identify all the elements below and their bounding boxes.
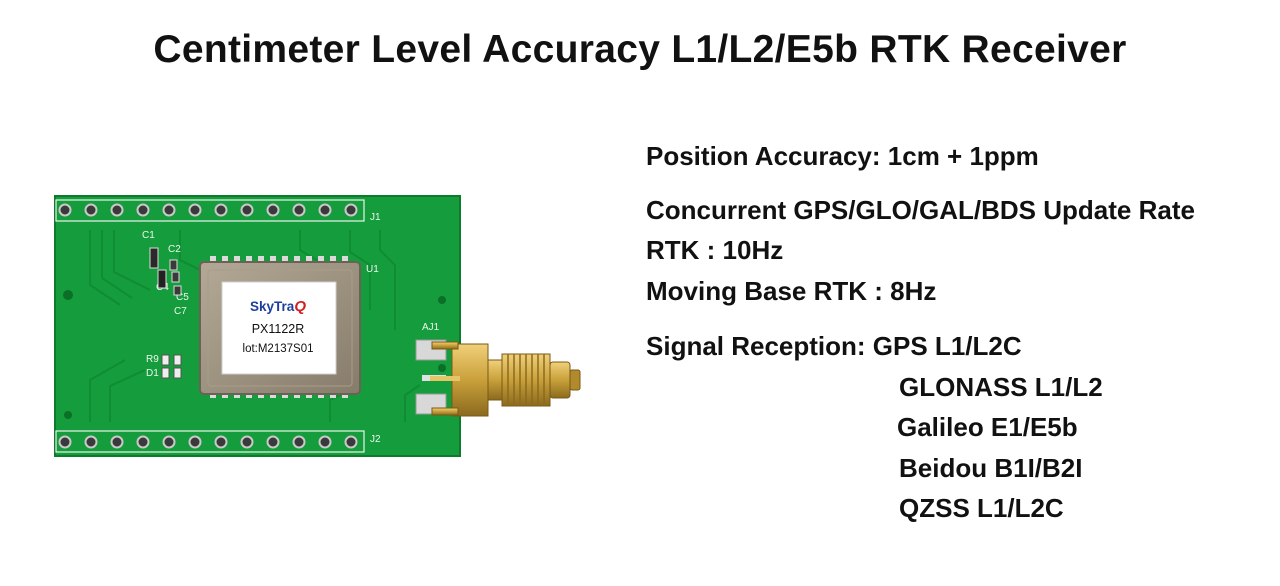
receiver-board-image: J1 J2 U1 AJ1 C1 C2 C4 C5 C7 R9 D1 — [54, 195, 581, 457]
module-lot: lot:M2137S01 — [243, 343, 314, 355]
signal-beidou: Beidou B1I/B2I — [899, 453, 1083, 483]
rtk-rate-text: RTK : 10Hz — [646, 235, 784, 265]
page-title: Centimeter Level Accuracy L1/L2/E5b RTK … — [153, 28, 1127, 71]
silk-c5: C5 — [176, 292, 189, 303]
module-brand-logo: SkyTraQ — [250, 298, 306, 315]
signal-qzss: QZSS L1/L2C — [899, 493, 1064, 523]
silk-aj1: AJ1 — [422, 322, 440, 333]
silk-j2: J2 — [370, 434, 381, 445]
header-j2 — [58, 435, 358, 449]
silk-c2: C2 — [168, 244, 181, 255]
moving-base-rate-text: Moving Base RTK : 8Hz — [646, 276, 937, 306]
header-j1 — [58, 203, 358, 217]
module-label — [221, 281, 337, 375]
silk-u1: U1 — [366, 264, 379, 275]
smd-components — [149, 247, 182, 379]
signal-glonass: GLONASS L1/L2 — [899, 372, 1103, 402]
update-rate-heading: Concurrent GPS/GLO/GAL/BDS Update Rate — [646, 195, 1195, 225]
silk-c7: C7 — [174, 306, 187, 317]
module-model: PX1122R — [252, 322, 305, 336]
signal-reception-text: Signal Reception: GPS L1/L2C — [646, 331, 1022, 361]
silk-c1: C1 — [142, 230, 155, 241]
position-accuracy-text: Position Accuracy: 1cm + 1ppm — [646, 141, 1039, 171]
signal-galileo: Galileo E1/E5b — [897, 412, 1078, 442]
silk-j1: J1 — [370, 212, 381, 223]
sma-connector — [430, 341, 581, 417]
silk-r9: R9 — [146, 354, 159, 365]
silk-d1: D1 — [146, 368, 159, 379]
